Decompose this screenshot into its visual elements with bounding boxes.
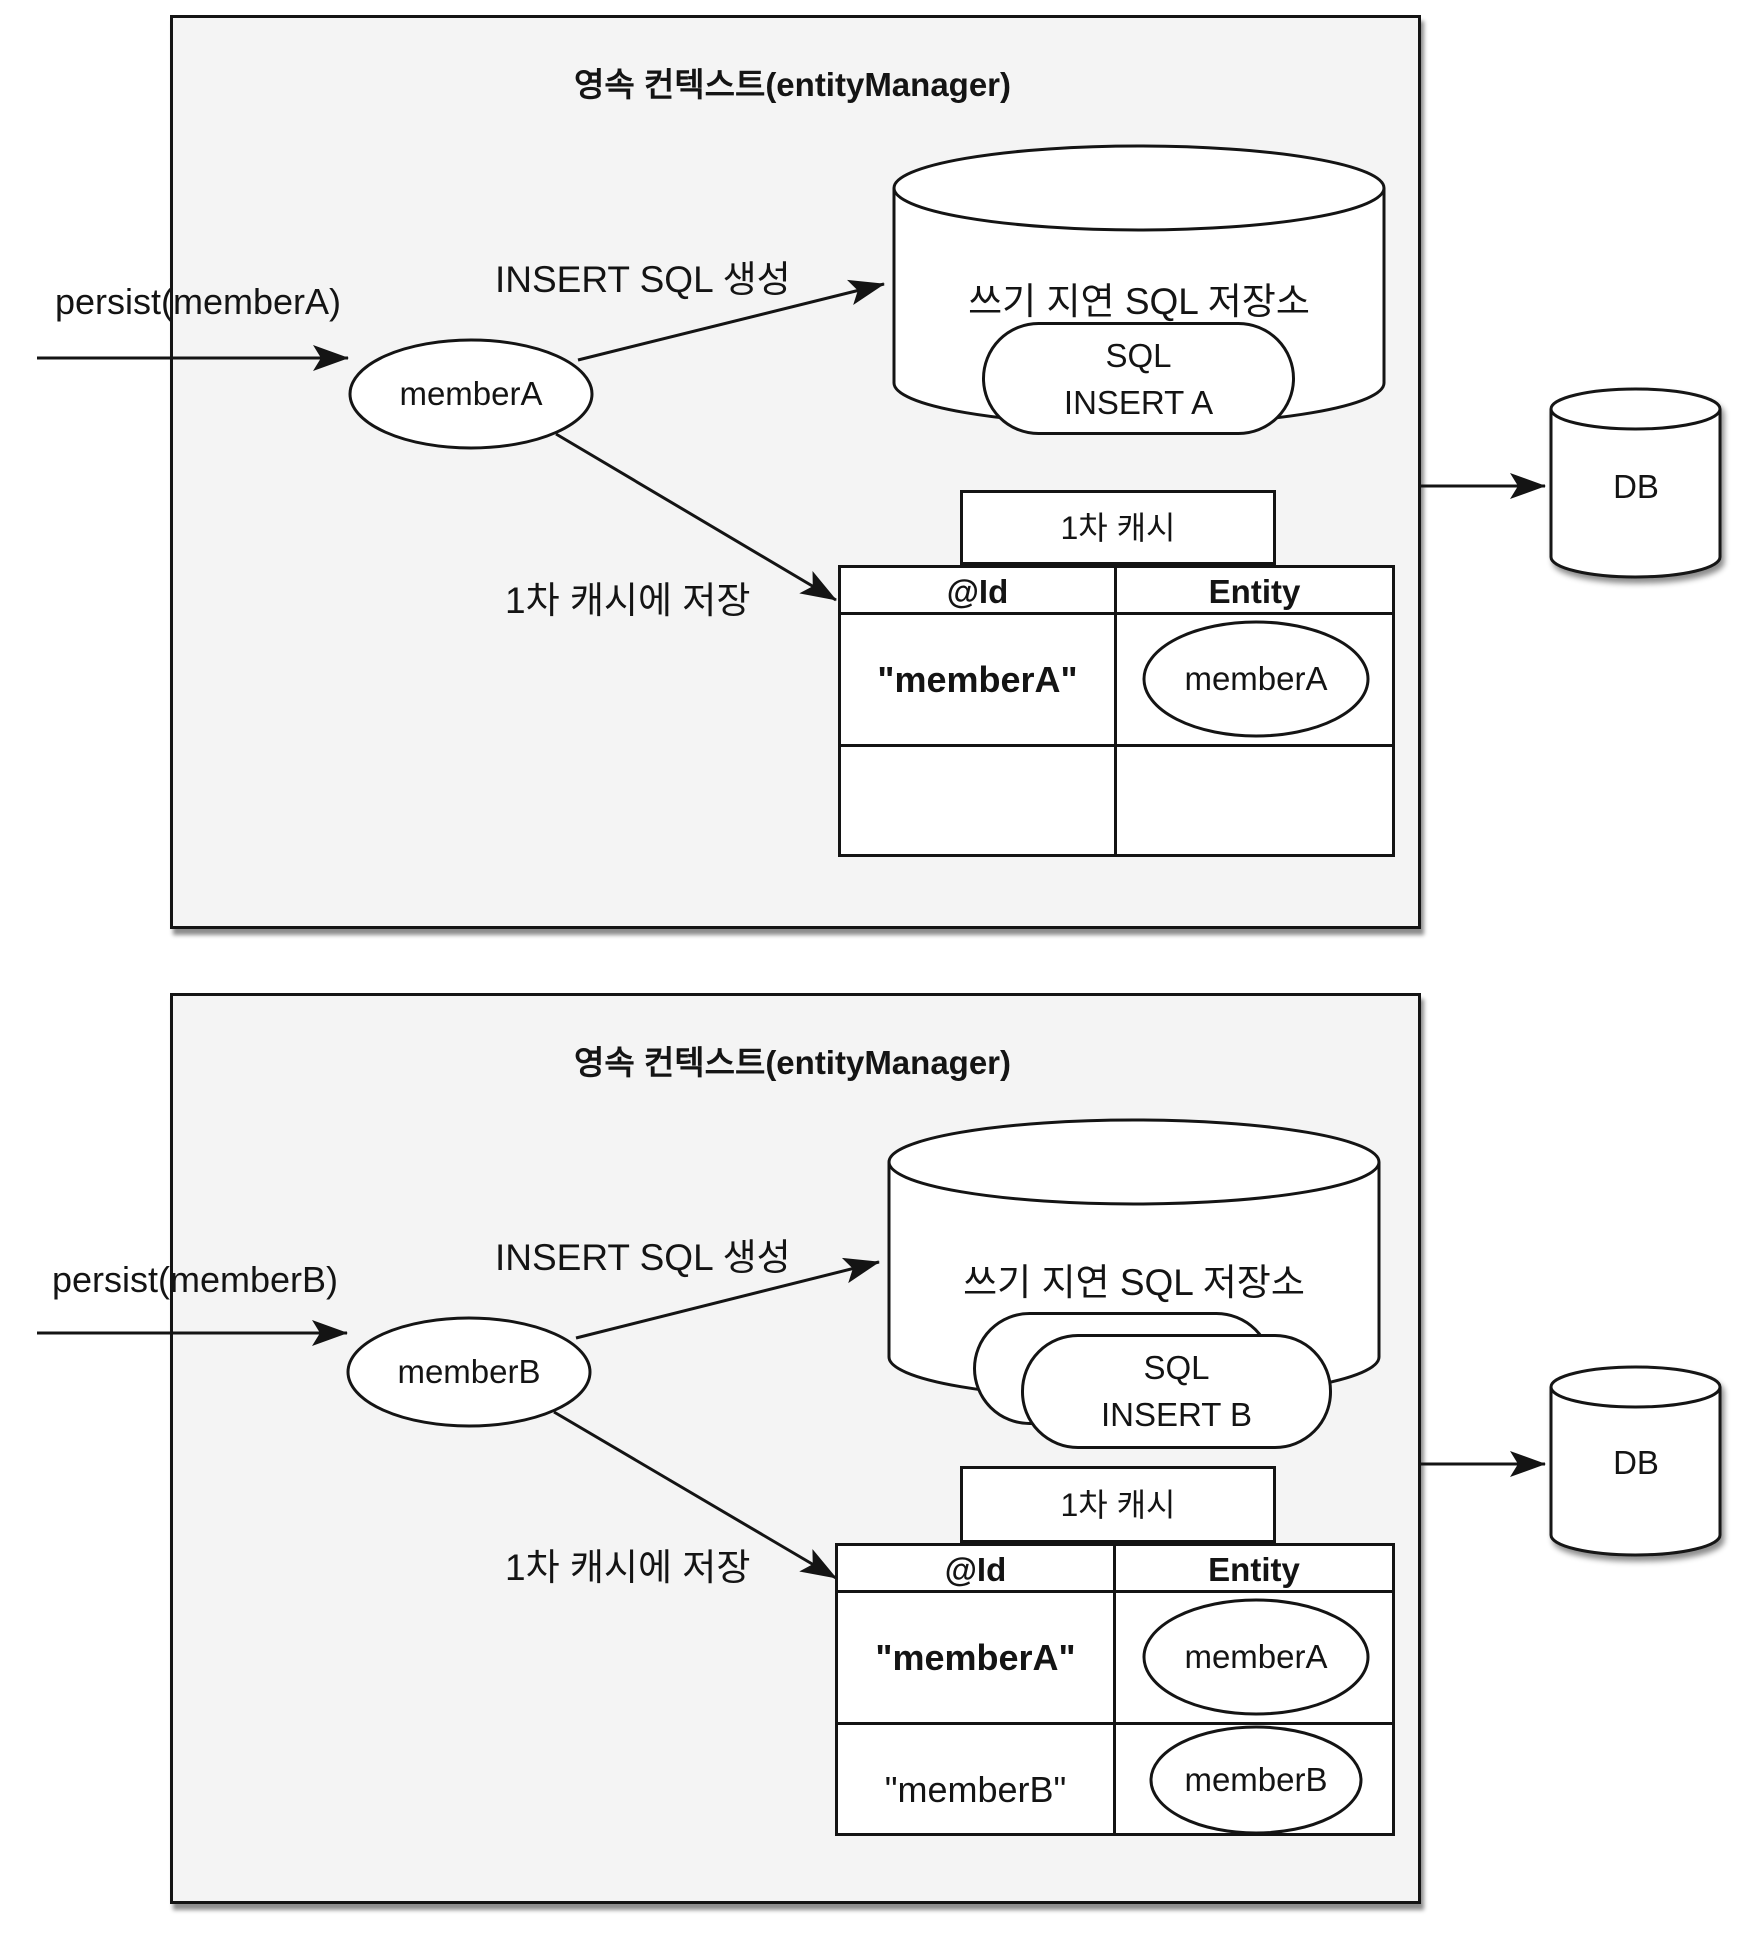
first-level-cache-title-1: 1차 캐시 bbox=[1060, 510, 1176, 546]
cache-table-2-row1-entity-cell bbox=[1116, 1593, 1392, 1725]
cache-table-2-header-entity: Entity bbox=[1116, 1546, 1392, 1593]
insert-sql-arrow-label-1: INSERT SQL 생성 bbox=[495, 259, 791, 300]
sql-pill-line1: SQL bbox=[1105, 337, 1172, 374]
cache-table-2-row1-id: "memberA" bbox=[838, 1593, 1116, 1725]
cache-table-1-row1-entity-cell bbox=[1117, 615, 1392, 747]
db-label-2: DB bbox=[1613, 1444, 1659, 1481]
cache-save-arrow-label-1: 1차 캐시에 저장 bbox=[505, 580, 751, 621]
sql-pill-line2: INSERT B bbox=[1101, 1396, 1252, 1433]
cache-table-2-row2-entity-label: memberB bbox=[1184, 1761, 1328, 1798]
cache-table-1-row2-entity-cell bbox=[1117, 747, 1392, 854]
first-level-cache-title-box-2: 1차 캐시 bbox=[960, 1466, 1276, 1543]
cache-table-1-row2-id bbox=[841, 747, 1117, 854]
persistence-context-title-2: 영속 컨텍스트(entityManager) bbox=[573, 1044, 1012, 1081]
cropped-left-glyph-bottom: 2 bbox=[0, 1124, 13, 1176]
db-label-1: DB bbox=[1613, 468, 1659, 505]
cache-table-1-row1-id: "memberA" bbox=[841, 615, 1117, 747]
first-level-cache-title-box-1: 1차 캐시 bbox=[960, 490, 1276, 565]
cache-table-2-row1-entity-label: memberA bbox=[1184, 1638, 1328, 1675]
insert-sql-arrow-label-2: INSERT SQL 생성 bbox=[495, 1237, 791, 1278]
sql-pill-line2: INSERT A bbox=[1063, 384, 1214, 421]
sql-insert-pill-2: SQL INSERT B bbox=[1021, 1334, 1332, 1449]
sql-insert-pill-1: SQL INSERT A bbox=[982, 322, 1295, 435]
cache-table-1-header-id: @Id bbox=[841, 568, 1117, 615]
cache-table-2-row2-id: "memberB" bbox=[838, 1725, 1116, 1833]
member-entity-label-2: memberB bbox=[397, 1353, 541, 1390]
persist-call-label-2: persist(memberB) bbox=[52, 1259, 339, 1300]
first-level-cache-table-1: @Id Entity "memberA" bbox=[838, 565, 1395, 857]
cache-table-1-row1-entity-label: memberA bbox=[1184, 660, 1328, 697]
sql-storage-title-2: 쓰기 지연 SQL 저장소 bbox=[963, 1262, 1305, 1303]
cache-save-arrow-label-2: 1차 캐시에 저장 bbox=[505, 1547, 751, 1588]
persist-call-label-1: persist(memberA) bbox=[55, 281, 342, 322]
first-level-cache-title-2: 1차 캐시 bbox=[1060, 1487, 1176, 1523]
member-entity-label-1: memberA bbox=[399, 375, 543, 412]
sql-pill-line1: SQL bbox=[1143, 1349, 1210, 1386]
db-cylinder-rim-2 bbox=[1549, 1386, 1722, 1409]
sql-storage-title-1: 쓰기 지연 SQL 저장소 bbox=[968, 281, 1310, 322]
cache-table-1-header-entity: Entity bbox=[1117, 568, 1392, 615]
persistence-context-title-1: 영속 컨텍스트(entityManager) bbox=[573, 66, 1012, 103]
cache-table-2-header-id: @Id bbox=[838, 1546, 1116, 1593]
cropped-left-glyph-top: 2 bbox=[0, 134, 13, 186]
db-cylinder-rim-1 bbox=[1549, 408, 1722, 431]
